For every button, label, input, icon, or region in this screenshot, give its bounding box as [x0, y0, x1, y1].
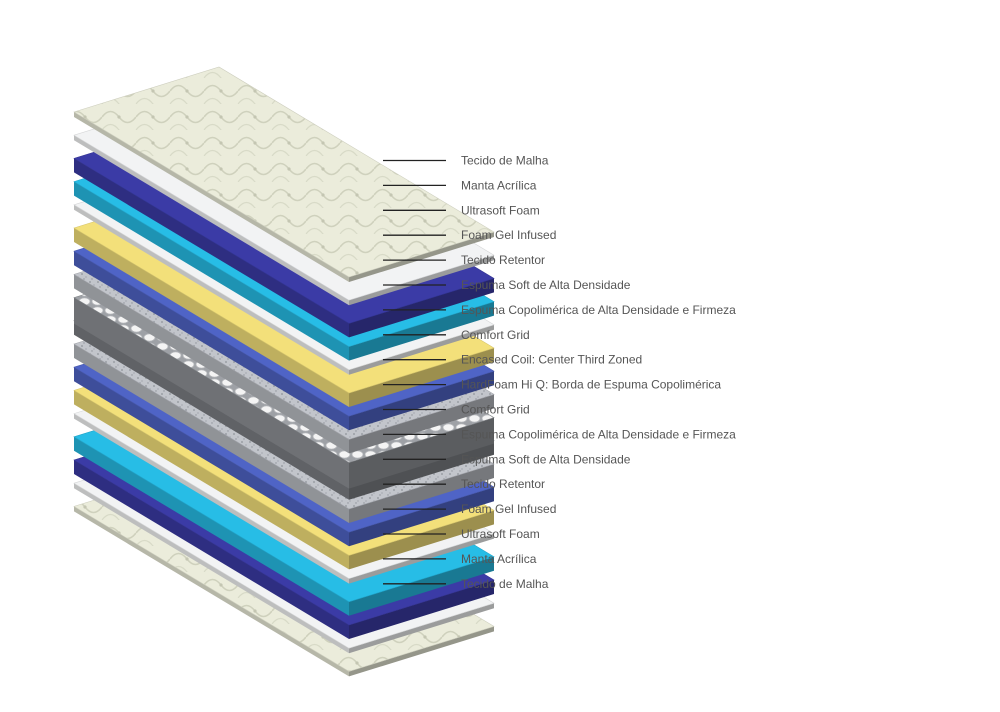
layer-front-face — [74, 344, 349, 523]
layer-front-face — [74, 367, 349, 547]
layer-side-face — [349, 301, 494, 361]
layer-label: Ultrasoft Foam — [461, 203, 540, 217]
layer-side-face — [349, 232, 494, 282]
layer-label: HardFoam Hi Q: Borda de Espuma Copolimér… — [461, 378, 721, 392]
layer-label: Tecido Retentor — [461, 477, 545, 491]
layer-front-face — [74, 506, 349, 677]
layer-front-face — [74, 135, 349, 306]
layer-top-face — [73, 66, 495, 278]
layer-side-face — [349, 394, 494, 454]
layer-front-face — [74, 251, 349, 431]
layer-label: Foam Gel Infused — [461, 228, 556, 242]
layer-label: Espuma Copolimérica de Alta Densidade e … — [461, 427, 736, 441]
layer-side-face — [349, 580, 494, 639]
layer-label: Comfort Grid — [461, 328, 530, 342]
layer-side-face — [349, 487, 494, 547]
layer-front-face — [74, 204, 349, 375]
layer-label: Manta Acrílica — [461, 552, 537, 566]
layer-label: Manta Acrílica — [461, 178, 537, 192]
layer-1-fabric — [73, 66, 495, 282]
layer-side-face — [349, 255, 494, 306]
layer-label: Tecido Retentor — [461, 253, 545, 267]
layer-label: Encased Coil: Center Third Zoned — [461, 353, 642, 367]
layer-label: Ultrasoft Foam — [461, 527, 540, 541]
layer-front-face — [74, 181, 349, 361]
layer-front-face — [74, 390, 349, 570]
layer-front-face — [74, 483, 349, 654]
layer-front-face — [74, 320, 349, 500]
layer-side-face — [349, 278, 494, 338]
layer-front-face — [74, 436, 349, 616]
layer-label: Comfort Grid — [461, 403, 530, 417]
layer-front-face — [74, 413, 349, 584]
layer-side-face — [349, 510, 494, 570]
layer-side-face — [349, 556, 494, 616]
layer-front-face — [74, 228, 349, 407]
layer-side-face — [349, 417, 494, 489]
layer-label: Foam Gel Infused — [461, 502, 556, 516]
layer-side-face — [349, 324, 494, 375]
layer-side-face — [349, 348, 494, 407]
layer-label: Espuma Soft de Alta Densidade — [461, 452, 631, 466]
layer-front-face — [74, 274, 349, 454]
layer-label: Tecido de Malha — [461, 154, 549, 168]
layer-front-face — [74, 297, 349, 489]
layer-label: Espuma Copolimérica de Alta Densidade e … — [461, 303, 736, 317]
layer-side-face — [349, 464, 494, 523]
layer-side-face — [349, 603, 494, 654]
layer-front-face — [74, 158, 349, 338]
layer-side-face — [349, 440, 494, 500]
layer-front-face — [74, 460, 349, 639]
layer-label: Espuma Soft de Alta Densidade — [461, 278, 631, 292]
mattress-layers — [73, 66, 495, 677]
layer-front-face — [74, 112, 349, 282]
layer-side-face — [349, 626, 494, 677]
layer-side-face — [349, 371, 494, 431]
layer-label: Tecido de Malha — [461, 577, 549, 591]
